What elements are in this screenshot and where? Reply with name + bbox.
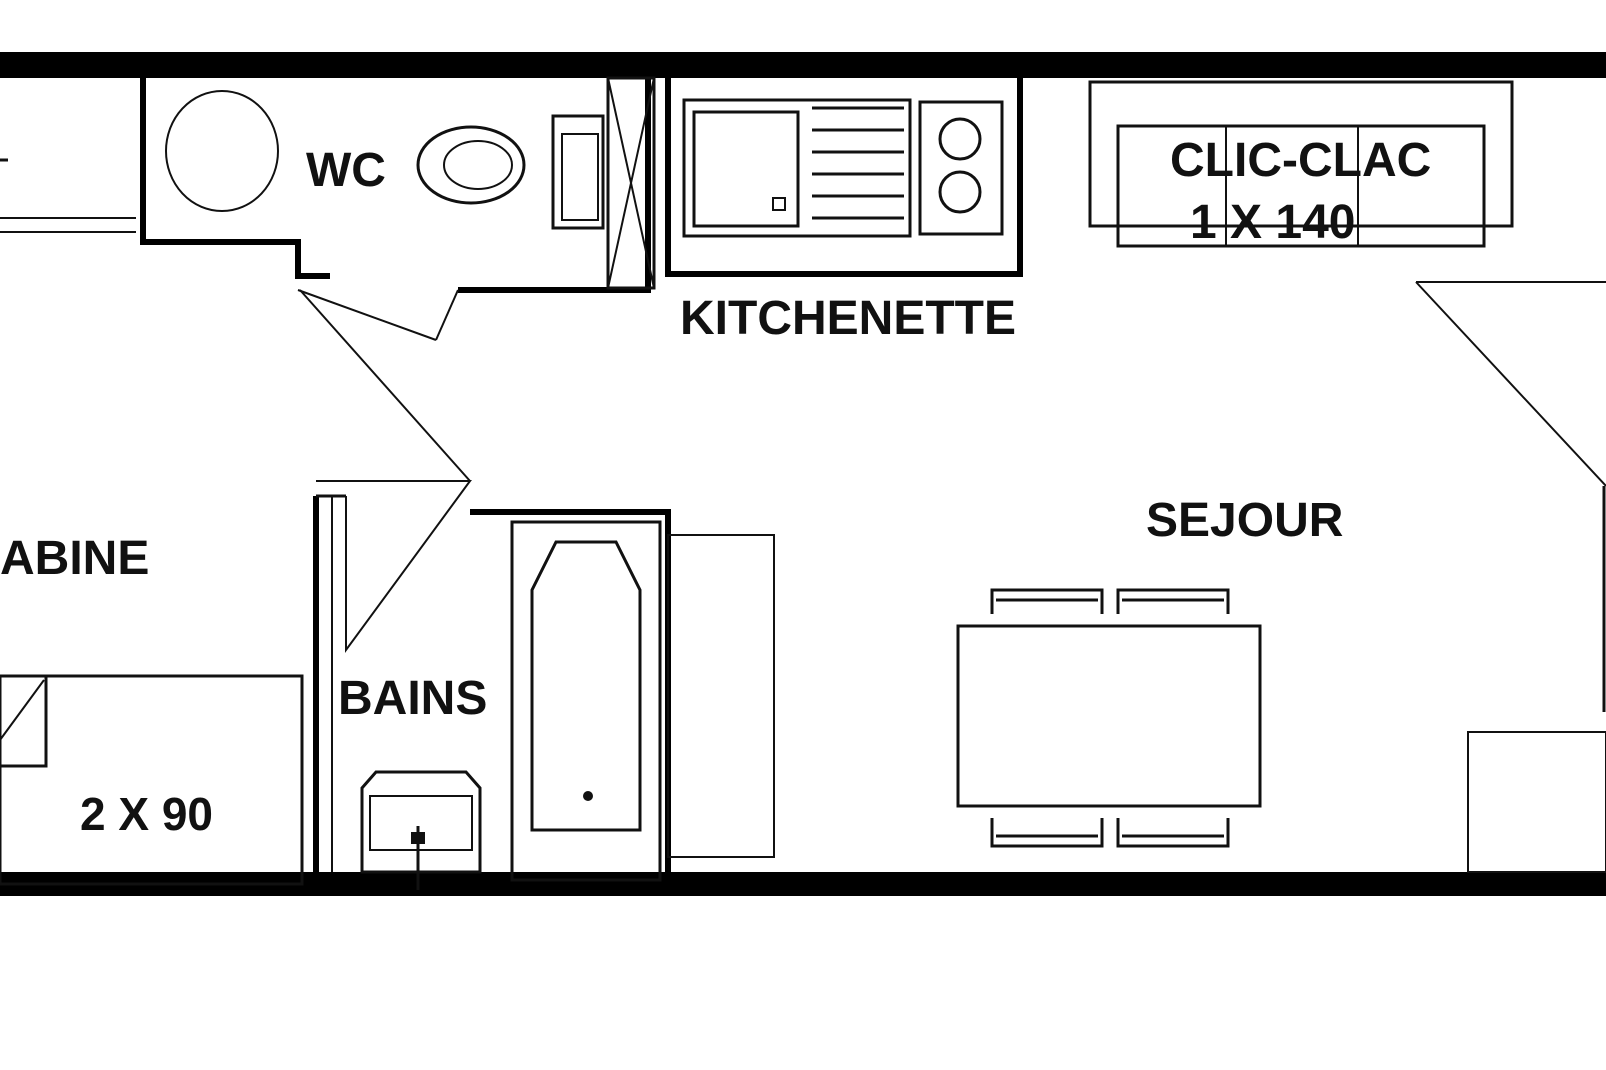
wc-washbasin-icon xyxy=(165,90,279,212)
room-label-sejour: SEJOUR xyxy=(1146,494,1343,547)
hob-icon xyxy=(918,100,1004,236)
storage-cabinet xyxy=(1467,731,1606,873)
room-label-wc: WC xyxy=(306,144,386,197)
bains-washbasin-icon xyxy=(360,770,482,874)
room-label-cabine: ABINE xyxy=(0,532,149,585)
chairs-bottom xyxy=(990,818,1230,848)
bains-faucet-head xyxy=(411,832,425,844)
bains-wall-top xyxy=(470,509,671,872)
sink-drain-icon xyxy=(772,197,786,211)
duct-shaft xyxy=(606,76,656,290)
bunk-bed xyxy=(0,674,304,886)
bunk-ladder-diagonal xyxy=(0,679,45,741)
sofa-bed-label-1: CLIC-CLAC xyxy=(1170,134,1431,187)
wc-door-leaf-2 xyxy=(435,289,459,341)
bathtub-drain-icon xyxy=(583,791,593,801)
sofa-frame xyxy=(1088,80,1514,228)
duct-cross-2 xyxy=(607,77,655,289)
kitchenette-wall xyxy=(665,78,1023,277)
sink-icon xyxy=(692,110,800,228)
kitchen-counter xyxy=(682,98,912,238)
room-label-kitchenette: KITCHENETTE xyxy=(680,292,1016,345)
bunk-bed-label: 2 X 90 xyxy=(80,788,213,840)
toilet-tank-inner xyxy=(561,133,599,221)
hob-burner-2-icon xyxy=(938,170,982,214)
wc-wall-right xyxy=(458,78,651,293)
bains-washbasin-bowl xyxy=(369,795,473,851)
room-label-bains: BAINS xyxy=(338,672,487,725)
toilet-seat-icon xyxy=(443,140,513,190)
bathtub-basin xyxy=(530,540,642,832)
dining-table xyxy=(956,624,1262,808)
entrance-door-swing xyxy=(1415,281,1606,487)
bathtub-outer-panel xyxy=(667,534,775,858)
drainboard-icon xyxy=(812,106,904,220)
chairs-top xyxy=(990,588,1230,614)
hob-burner-1-icon xyxy=(938,117,982,161)
bains-door-swing xyxy=(316,480,472,654)
outer-wall-top xyxy=(0,52,1606,78)
sofa-bed-mattress xyxy=(1116,124,1486,248)
toilet-tank-icon xyxy=(551,114,605,230)
bunk-ladder xyxy=(0,674,48,768)
sofa-bed-label-2: 1 X 140 xyxy=(1190,196,1355,249)
hall-door-swing xyxy=(299,289,471,482)
wc-wall xyxy=(140,78,330,279)
toilet-bowl-icon xyxy=(416,125,526,205)
bathtub-icon xyxy=(510,520,662,882)
wc-door-leaf xyxy=(297,289,437,341)
